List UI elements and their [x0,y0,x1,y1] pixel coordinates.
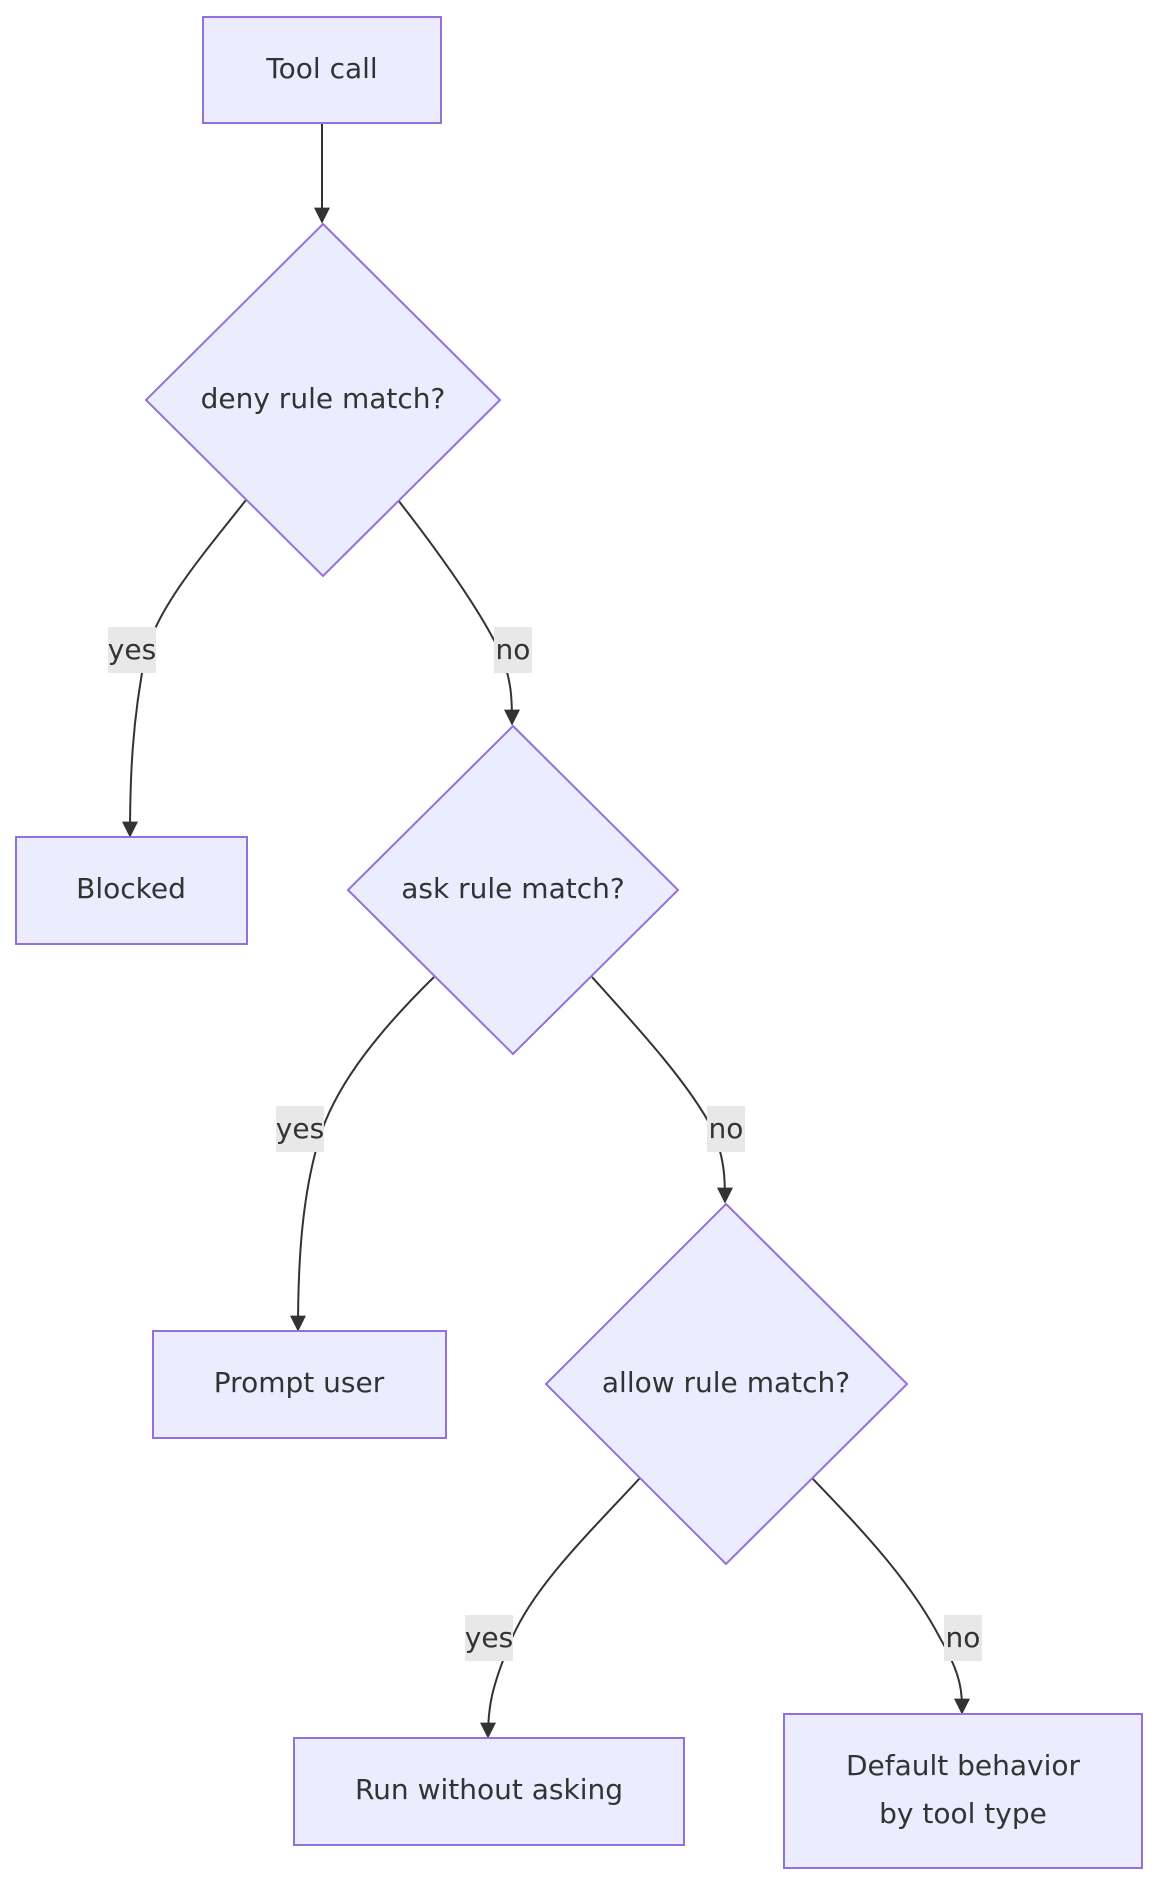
node-default-behavior: Default behavior by tool type [783,1713,1143,1869]
edge-label-ask-no-text: no [709,1112,744,1145]
node-blocked-label: Blocked [76,872,186,905]
edge-label-allow-yes: yes [465,1615,513,1661]
edge-label-ask-yes: yes [276,1106,324,1152]
node-deny-decision-label: deny rule match? [201,382,446,415]
node-default-behavior-label-line1: Default behavior [846,1749,1081,1782]
edge-label-deny-yes: yes [108,627,156,673]
edge-label-allow-no: no [944,1615,982,1661]
node-prompt-user: Prompt user [152,1330,447,1439]
edge-label-allow-no-text: no [946,1621,981,1654]
node-tool-call: Tool call [202,16,442,124]
node-default-behavior-label-line2: by tool type [879,1797,1047,1830]
node-allow-decision-label: allow rule match? [602,1366,850,1399]
node-tool-call-label: Tool call [265,52,377,85]
node-blocked: Blocked [15,836,248,945]
node-ask-decision: ask rule match? [346,724,680,1056]
node-ask-decision-label: ask rule match? [401,872,624,905]
edge-label-ask-yes-text: yes [276,1112,324,1145]
edge-label-ask-no: no [707,1106,745,1152]
edge-deny-no-to-ask [397,499,520,726]
edge-allow-yes-to-run [480,1477,641,1739]
node-allow-decision: allow rule match? [544,1202,909,1566]
node-run-without-asking: Run without asking [293,1737,685,1846]
edge-allow-no-to-default [811,1477,970,1715]
edge-label-deny-yes-text: yes [108,633,156,666]
edge-label-allow-yes-text: yes [465,1621,513,1654]
node-deny-decision: deny rule match? [144,222,502,578]
node-run-without-asking-label: Run without asking [355,1773,623,1806]
edge-label-deny-no-text: no [496,633,531,666]
edge-ask-no-to-allow [591,976,733,1204]
node-prompt-user-label: Prompt user [214,1366,385,1399]
edge-label-deny-no: no [494,627,532,673]
edge-ask-yes-to-prompt [290,976,435,1332]
